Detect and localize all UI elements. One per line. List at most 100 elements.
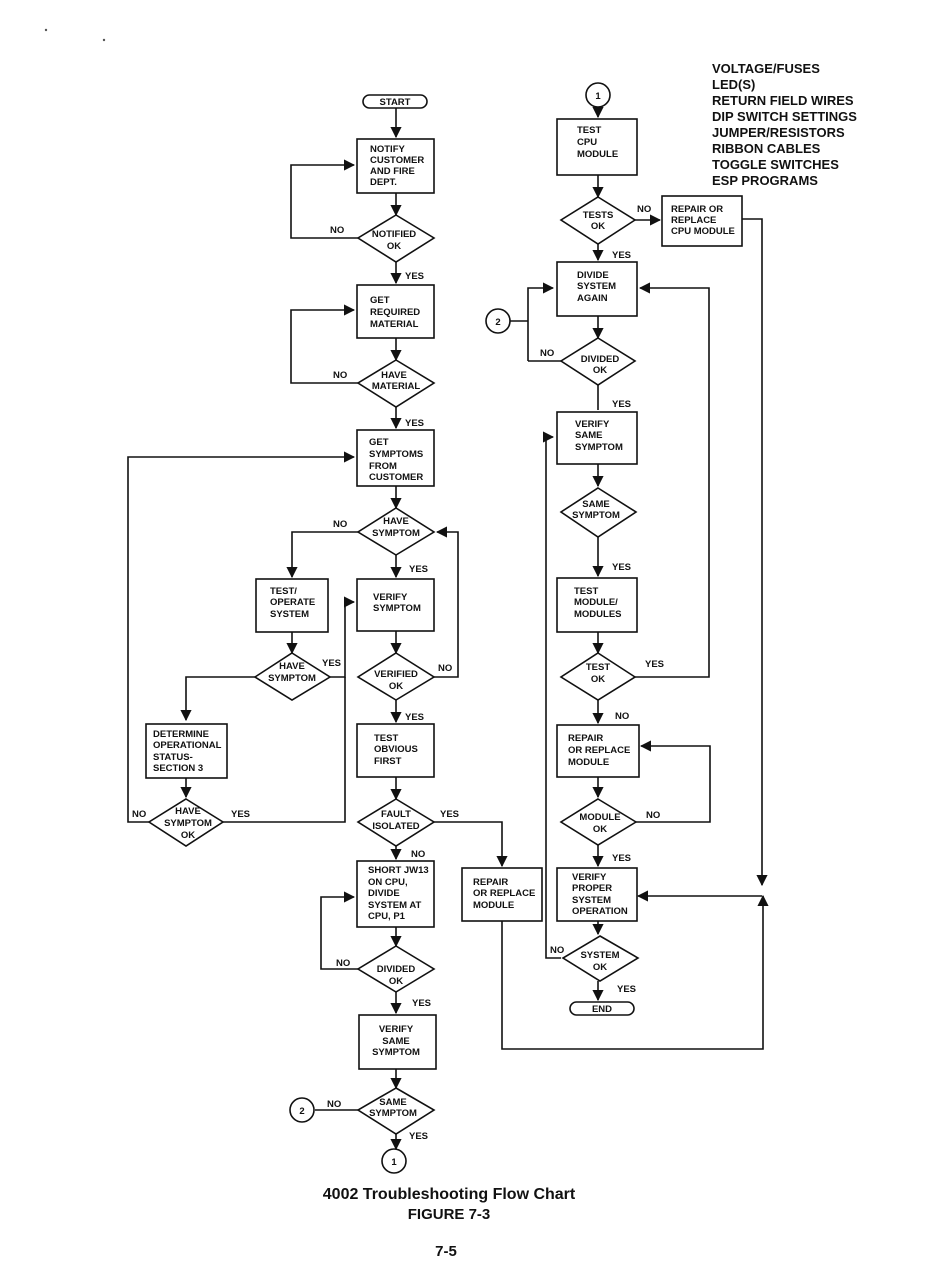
connector-1 xyxy=(585,82,611,108)
get-symptoms-box xyxy=(356,429,435,487)
decision-line: OK xyxy=(591,221,605,232)
page-number: 7-5 xyxy=(435,1243,457,1260)
decision-line: SAME xyxy=(582,499,609,510)
decision-line: OK xyxy=(593,962,607,973)
connector-label: 1 xyxy=(595,91,601,102)
box-line: SYMPTOM xyxy=(373,603,421,614)
box-line: SYMPTOM xyxy=(575,442,623,453)
same-symptom-decision xyxy=(356,1087,436,1135)
box-line: REQUIRED xyxy=(370,307,420,318)
have-symptom-decision xyxy=(253,652,332,701)
box-line: DETERMINE xyxy=(153,729,209,740)
box-line: ON CPU, xyxy=(368,877,408,888)
box-line: OBVIOUS xyxy=(374,744,418,755)
connector-label: 2 xyxy=(299,1106,304,1117)
box-line: SHORT JW13 xyxy=(368,865,429,876)
box-line: DIVIDE xyxy=(368,888,400,899)
box-line: REPLACE xyxy=(671,215,716,226)
box-line: STATUS- xyxy=(153,752,193,763)
scan-speck xyxy=(102,38,106,42)
tests-ok-decision xyxy=(559,196,637,245)
no-label: NO xyxy=(438,663,452,674)
connector-label: 2 xyxy=(495,317,500,328)
box-line: SECTION 3 xyxy=(153,763,203,774)
decision-line: OK xyxy=(387,241,401,252)
repair-module-box xyxy=(461,867,543,922)
decision-line: SYMPTOM xyxy=(268,673,316,684)
decision-line: DIVIDED xyxy=(377,964,416,975)
decision-line: VERIFIED xyxy=(374,669,418,680)
decision-line: MODULE xyxy=(579,812,620,823)
check-item: TOGGLE SWITCHES xyxy=(712,157,839,172)
figure-title: 4002 Troubleshooting Flow Chart xyxy=(323,1186,576,1203)
decision-line: HAVE xyxy=(383,516,409,527)
decision-line: FAULT xyxy=(381,809,411,820)
verify-same-symptom-box xyxy=(556,411,638,465)
same-symptom-decision xyxy=(559,487,638,538)
box-line: VERIFY xyxy=(572,872,607,883)
box-line: GET xyxy=(369,437,389,448)
yes-label: YES xyxy=(412,998,431,1009)
connector-label: 1 xyxy=(391,1157,397,1168)
yes-label: YES xyxy=(409,1131,428,1142)
decision-line: TESTS xyxy=(583,210,614,221)
no-label: NO xyxy=(550,945,564,956)
box-line: CUSTOMER xyxy=(369,472,423,483)
check-item: LED(S) xyxy=(712,77,755,92)
box-line: REPAIR xyxy=(473,877,508,888)
box-line: SYMPTOMS xyxy=(369,449,423,460)
verify-proper-box xyxy=(556,867,638,922)
decision-line: OK xyxy=(593,824,607,835)
test-ok-decision xyxy=(559,652,637,701)
no-label: NO xyxy=(330,225,344,236)
no-label: NO xyxy=(540,348,554,359)
box-line: REPAIR xyxy=(568,733,603,744)
no-label: NO xyxy=(333,370,347,381)
verify-same-symptom-box xyxy=(358,1014,437,1070)
box-line: OPERATION xyxy=(572,906,628,917)
box-line: GET xyxy=(370,295,390,306)
yes-label: YES xyxy=(405,418,424,429)
box-line: OPERATIONAL xyxy=(153,740,222,751)
yes-label: YES xyxy=(612,399,631,410)
divide-again-box xyxy=(556,261,638,317)
decision-line: OK xyxy=(389,976,403,987)
box-line: SYSTEM AT xyxy=(368,900,422,911)
have-material-decision xyxy=(356,359,436,408)
notify-line: DEPT. xyxy=(370,177,397,188)
box-line: SYSTEM xyxy=(577,281,616,292)
check-item: RETURN FIELD WIRES xyxy=(712,93,854,108)
decision-line: MATERIAL xyxy=(372,381,421,392)
box-line: OR REPLACE xyxy=(568,745,630,756)
yes-label: YES xyxy=(617,984,636,995)
decision-line: TEST xyxy=(586,662,610,673)
test-operate-box xyxy=(255,578,329,633)
box-line: OR REPLACE xyxy=(473,888,535,899)
box-line: TEST xyxy=(574,586,598,597)
box-line: CPU, P1 xyxy=(368,911,406,922)
have-symptom-decision xyxy=(356,507,436,556)
connector-2 xyxy=(289,1097,315,1123)
yes-label: YES xyxy=(405,712,424,723)
no-label: NO xyxy=(333,519,347,530)
yes-label: YES xyxy=(612,853,631,864)
get-material-box xyxy=(356,284,435,339)
start-terminator xyxy=(362,94,428,109)
box-line: FIRST xyxy=(374,756,402,767)
check-list: VOLTAGE/FUSES LED(S) RETURN FIELD WIRES … xyxy=(712,61,857,188)
box-line: MODULE xyxy=(568,757,609,768)
decision-line: NOTIFIED xyxy=(372,229,416,240)
no-label: NO xyxy=(336,958,350,969)
box-line: SYSTEM xyxy=(572,895,611,906)
decision-line: HAVE xyxy=(175,806,201,817)
box-line: DIVIDE xyxy=(577,270,609,281)
box-line: MATERIAL xyxy=(370,319,419,330)
check-item: DIP SWITCH SETTINGS xyxy=(712,109,857,124)
yes-label: YES xyxy=(322,658,341,669)
box-line: SYMPTOM xyxy=(372,1047,420,1058)
box-line: VERIFY xyxy=(575,419,610,430)
box-line: VERIFY xyxy=(379,1024,414,1035)
test-cpu-box xyxy=(556,118,638,176)
box-line: MODULES xyxy=(574,609,622,620)
test-modules-box xyxy=(556,577,638,633)
